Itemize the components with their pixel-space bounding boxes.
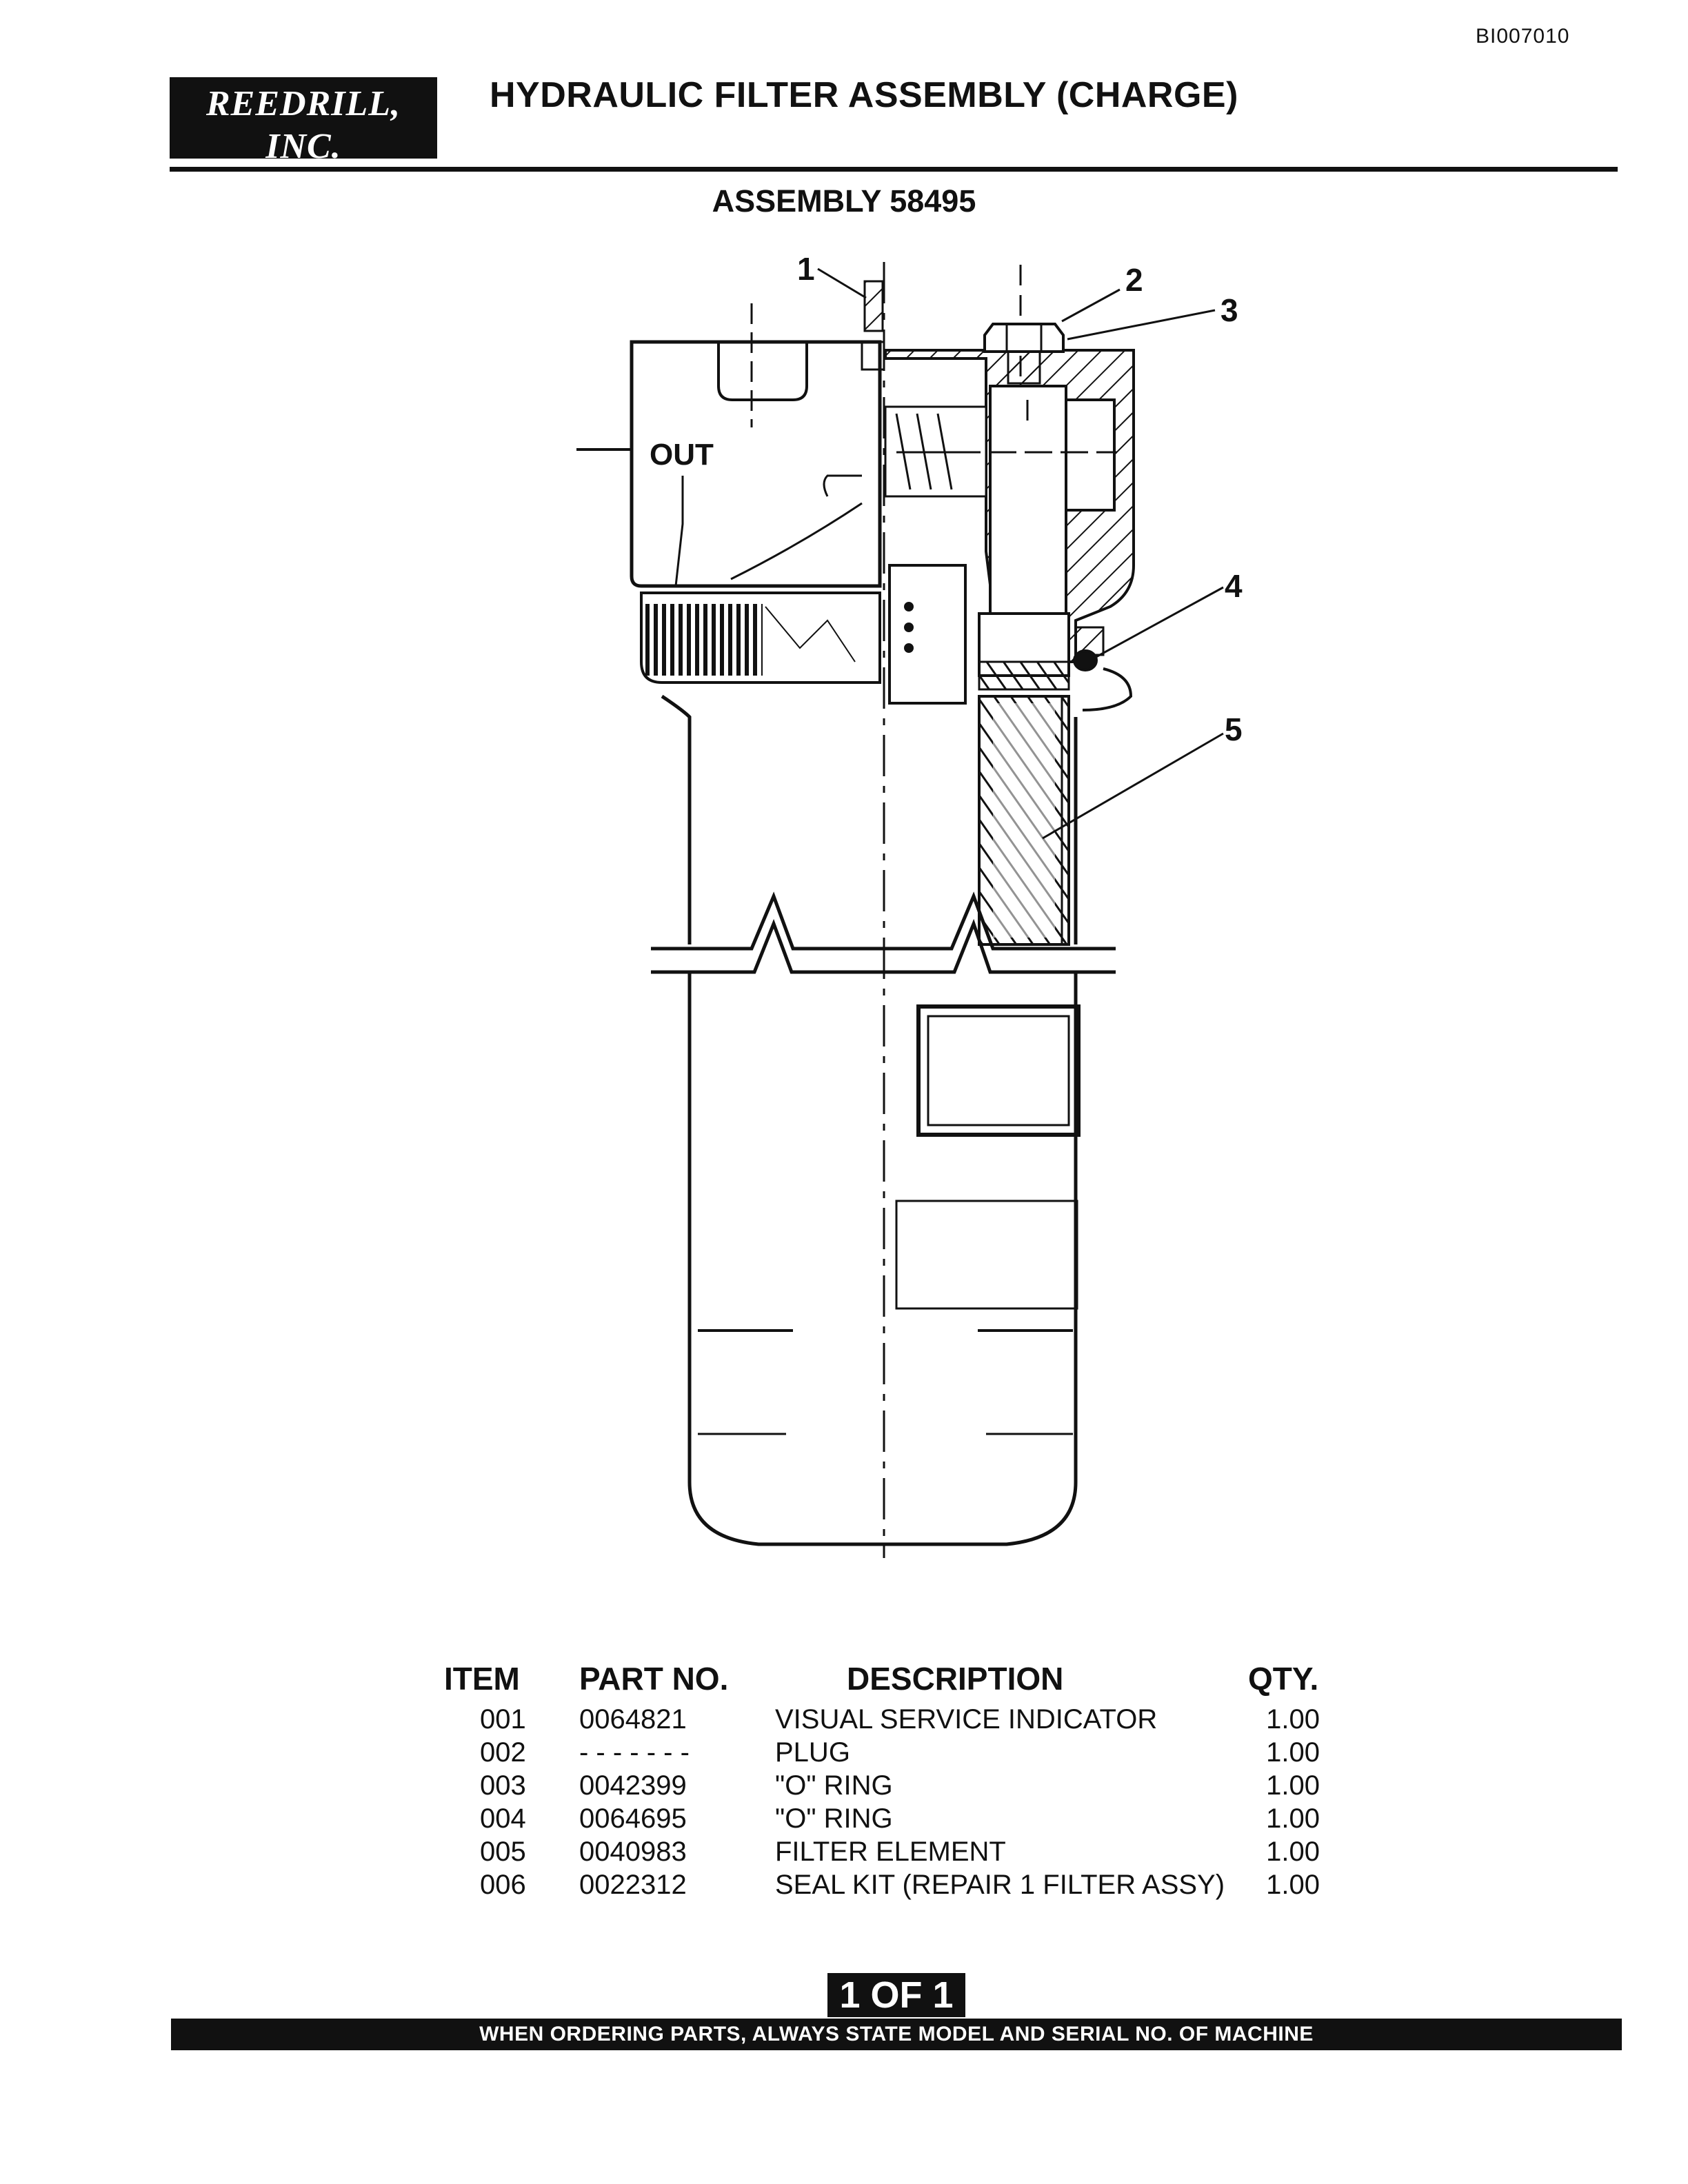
row-item: 006 bbox=[480, 1870, 526, 1900]
callout-2: 2 bbox=[1125, 262, 1143, 298]
callout-5: 5 bbox=[1225, 711, 1243, 747]
logo-city: SHERMAN, TEXAS bbox=[205, 169, 401, 191]
row-description: VISUAL SERVICE INDICATOR bbox=[775, 1704, 1158, 1735]
table-row: 005 0040983 FILTER ELEMENT 1.00 bbox=[0, 1837, 1688, 1870]
port-label-out: OUT bbox=[650, 438, 714, 472]
table-row: 002 - - - - - - - PLUG 1.00 bbox=[0, 1737, 1688, 1770]
header-part-no: PART NO. bbox=[579, 1661, 729, 1697]
row-part-no: 0040983 bbox=[579, 1837, 687, 1867]
row-description: "O" RING bbox=[775, 1770, 893, 1801]
row-description: SEAL KIT (REPAIR 1 FILTER ASSY) bbox=[775, 1870, 1225, 1900]
company-logo: REEDRILL, INC. SHERMAN, TEXAS bbox=[170, 77, 437, 191]
row-item: 004 bbox=[480, 1803, 526, 1834]
callout-1: 1 bbox=[797, 251, 815, 287]
row-part-no: 0042399 bbox=[579, 1770, 687, 1801]
row-part-no: 0064695 bbox=[579, 1803, 687, 1834]
row-qty: 1.00 bbox=[1266, 1704, 1320, 1735]
header-qty: QTY. bbox=[1248, 1661, 1319, 1697]
callout-4: 4 bbox=[1225, 568, 1243, 604]
row-part-no: - - - - - - - bbox=[579, 1737, 690, 1768]
row-description: FILTER ELEMENT bbox=[775, 1837, 1006, 1867]
table-row: 004 0064695 "O" RING 1.00 bbox=[0, 1803, 1688, 1837]
row-description: "O" RING bbox=[775, 1803, 893, 1834]
row-description: PLUG bbox=[775, 1737, 850, 1768]
page-title: HYDRAULIC FILTER ASSEMBLY (CHARGE) bbox=[490, 75, 1238, 115]
row-item: 002 bbox=[480, 1737, 526, 1768]
parts-table-header: ITEM PART NO. DESCRIPTION QTY. bbox=[0, 1660, 1688, 1697]
assembly-number: ASSEMBLY 58495 bbox=[712, 183, 976, 219]
logo-brand: REEDRILL, INC. bbox=[205, 84, 401, 166]
header-item: ITEM bbox=[444, 1661, 520, 1697]
row-qty: 1.00 bbox=[1266, 1870, 1320, 1900]
page-number-badge: 1 OF 1 bbox=[827, 1973, 965, 2017]
header-rule bbox=[170, 167, 1618, 172]
table-row: 001 0064821 VISUAL SERVICE INDICATOR 1.0… bbox=[0, 1704, 1688, 1737]
row-qty: 1.00 bbox=[1266, 1837, 1320, 1867]
row-part-no: 0022312 bbox=[579, 1870, 687, 1900]
row-item: 003 bbox=[480, 1770, 526, 1801]
table-row: 006 0022312 SEAL KIT (REPAIR 1 FILTER AS… bbox=[0, 1870, 1688, 1903]
footer-notice: WHEN ORDERING PARTS, ALWAYS STATE MODEL … bbox=[171, 2019, 1622, 2050]
row-qty: 1.00 bbox=[1266, 1803, 1320, 1834]
row-item: 001 bbox=[480, 1704, 526, 1735]
row-qty: 1.00 bbox=[1266, 1770, 1320, 1801]
document-id: BI007010 bbox=[1476, 25, 1570, 48]
row-item: 005 bbox=[480, 1837, 526, 1867]
callout-3: 3 bbox=[1220, 292, 1238, 328]
row-part-no: 0064821 bbox=[579, 1704, 687, 1735]
row-qty: 1.00 bbox=[1266, 1737, 1320, 1768]
table-row: 003 0042399 "O" RING 1.00 bbox=[0, 1770, 1688, 1803]
filter-assembly-drawing: OUT bbox=[576, 251, 1243, 1558]
header-description: DESCRIPTION bbox=[847, 1661, 1064, 1697]
